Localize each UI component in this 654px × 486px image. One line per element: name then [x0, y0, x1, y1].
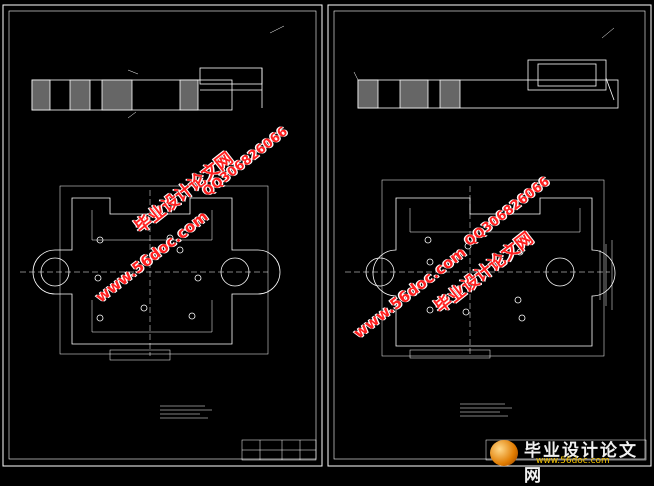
left-section-view: [31, 67, 263, 119]
right-plan-view: [345, 179, 616, 359]
left-drawing-sheet: [2, 4, 323, 467]
logo-globe-icon: [490, 440, 518, 466]
right-drawing-sheet: [327, 4, 652, 467]
right-section-view: [353, 59, 619, 109]
logo-text-url: www.56doc.com: [536, 456, 610, 466]
right-title-block: [485, 439, 647, 461]
cad-drawing: [2, 4, 652, 467]
left-notes: [160, 405, 212, 419]
left-title-block: [241, 439, 317, 461]
left-plan-view: [20, 185, 281, 361]
site-logo: 毕业设计论文网 www.56doc.com: [488, 438, 648, 486]
right-notes: [460, 403, 512, 417]
